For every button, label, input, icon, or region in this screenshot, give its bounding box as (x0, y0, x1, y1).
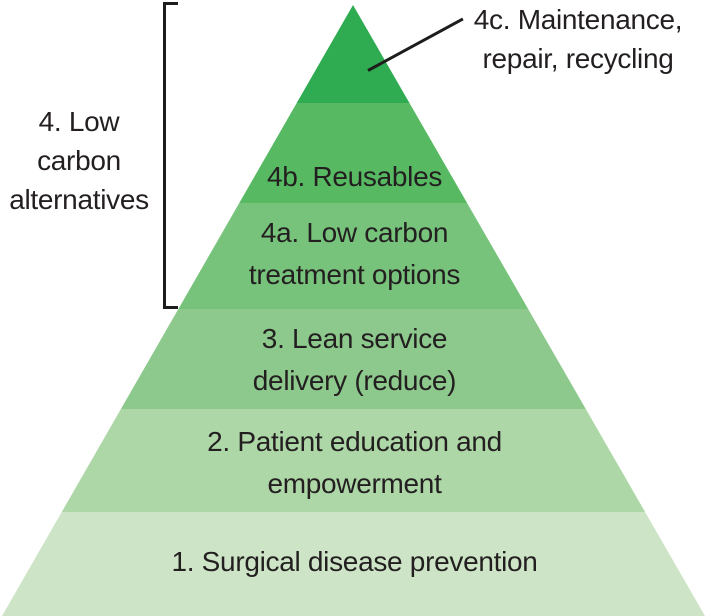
callout-line (367, 17, 464, 72)
bracket (163, 2, 178, 309)
bracket-label: 4. Low carbon alternatives (9, 106, 149, 215)
pyramid-level-1 (1, 512, 706, 616)
callout-label-4c: 4c. Maintenance, repair, recycling (473, 4, 683, 74)
pyramid-level-3 (1, 309, 706, 409)
pyramid-level-2 (1, 409, 706, 512)
